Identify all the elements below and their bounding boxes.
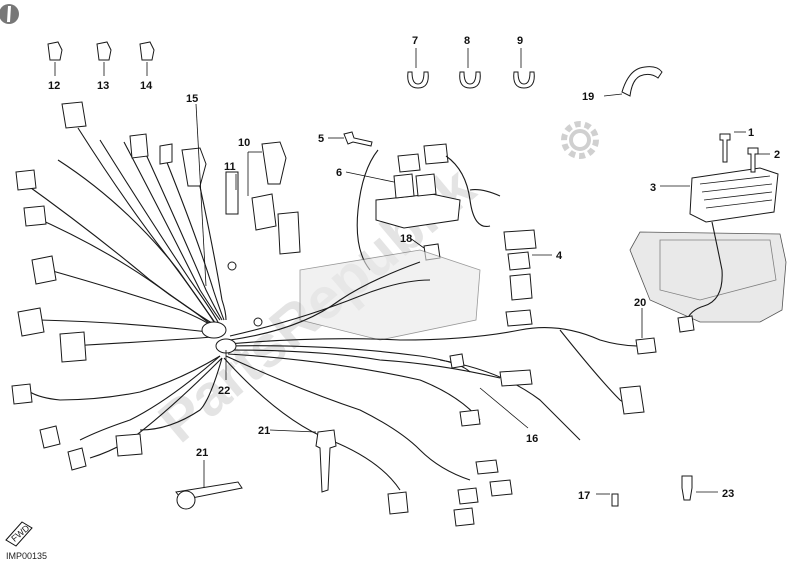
clip-14 — [139, 41, 155, 76]
harness-connectors — [11, 101, 301, 471]
callout-1: 1 — [748, 127, 754, 139]
callout-13: 13 — [97, 80, 109, 92]
callout-11: 11 — [224, 161, 236, 173]
callout-23: 23 — [722, 488, 734, 500]
diagram-code: IMP00135 — [6, 551, 47, 561]
callout-10: 10 — [238, 137, 250, 149]
callout-18: 18 — [400, 233, 412, 245]
callout-20: 20 — [634, 297, 646, 309]
callout-3: 3 — [650, 182, 656, 194]
clip-13 — [96, 41, 112, 76]
callout-17: 17 — [578, 490, 590, 502]
main-harness — [19, 127, 641, 491]
callout-6: 6 — [336, 167, 342, 179]
clamp-9 — [513, 48, 535, 89]
regulator-bracket — [629, 231, 787, 323]
engine-outline — [299, 249, 481, 341]
callout-16: 16 — [526, 433, 538, 445]
cable-band-19 — [603, 66, 663, 97]
fwd-badge: FWD — [5, 521, 33, 547]
callout-9: 9 — [517, 35, 523, 47]
spark-plug-23 — [681, 475, 693, 501]
callout-21: 21 — [258, 425, 270, 437]
callout-19: 19 — [582, 91, 594, 103]
screw-2 — [747, 147, 759, 173]
brand-logo-icon — [0, 4, 19, 24]
terminal-17 — [611, 493, 619, 507]
clamp-7 — [407, 48, 429, 89]
regulator-rectifier-3 — [677, 167, 779, 333]
fuse-holder-4 — [503, 229, 537, 301]
callout-2: 2 — [774, 149, 780, 161]
clamp-8 — [459, 48, 481, 89]
screw-1 — [719, 133, 731, 163]
callout-4: 4 — [556, 250, 563, 262]
clip-12 — [47, 41, 63, 76]
gear-icon — [561, 121, 599, 159]
callout-12: 12 — [48, 80, 60, 92]
callout-15: 15 — [186, 93, 198, 105]
callout-8: 8 — [464, 35, 470, 47]
callout-22: 22 — [218, 385, 230, 397]
callout-14: 14 — [140, 80, 153, 92]
callout-21b: 21 — [196, 447, 208, 459]
harness-connectors-right — [387, 309, 657, 527]
screw-5 — [343, 131, 373, 147]
callout-7: 7 — [412, 35, 418, 47]
ignition-coil-21 — [175, 429, 337, 510]
relay-wire — [356, 149, 501, 271]
callout-5: 5 — [318, 133, 324, 145]
leader-lines — [195, 103, 770, 495]
relay-box-6 — [375, 143, 461, 229]
